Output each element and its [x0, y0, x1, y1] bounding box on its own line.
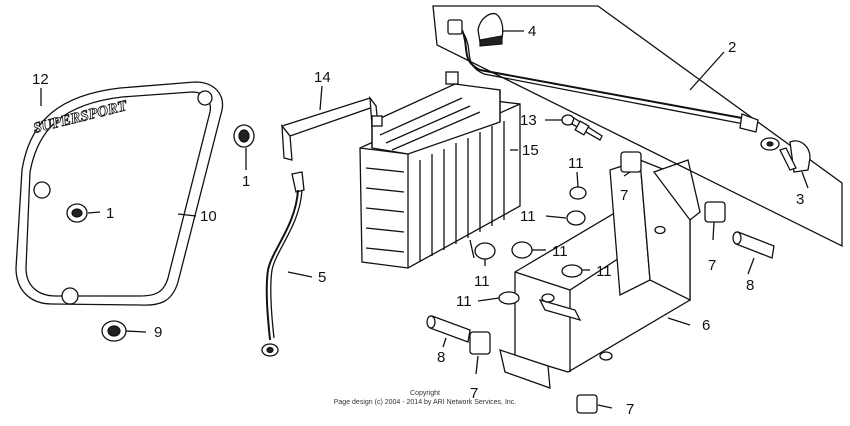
battery-band-part [280, 95, 379, 161]
cushions-part [474, 186, 587, 305]
callout-2: 2 [728, 39, 736, 56]
callout-11b: 11 [520, 208, 536, 225]
side-cover-part [15, 81, 224, 306]
callout-13: 13 [520, 112, 537, 129]
leader-lines [40, 30, 809, 409]
callout-8b: 8 [437, 349, 445, 366]
callout-14: 14 [314, 69, 331, 86]
grommet-1b-part [233, 124, 255, 148]
callout-12: 12 [32, 71, 49, 88]
battery-bracket-part [499, 159, 701, 389]
cover-grommet-part [66, 203, 88, 223]
callout-3: 3 [796, 191, 804, 208]
copyright-line-1: Copyright [410, 390, 440, 397]
callout-7b: 7 [708, 257, 716, 274]
callout-1b: 1 [242, 173, 250, 190]
callout-4: 4 [528, 23, 536, 40]
positive-cable-part [432, 5, 843, 248]
battery-part [359, 71, 521, 269]
callout-1a: 1 [106, 205, 114, 222]
callout-6: 6 [702, 317, 710, 334]
copyright-block: Copyright Page design (c) 2004 - 2014 by… [334, 390, 517, 406]
damper-rubbers-part [469, 151, 726, 414]
grommet-9-part [101, 320, 127, 342]
callout-11d: 11 [552, 243, 568, 260]
callout-11a: 11 [568, 155, 584, 172]
terminal-cover-part [779, 140, 811, 173]
callout-11c: 11 [474, 273, 490, 290]
callout-7c: 7 [470, 385, 478, 402]
callout-11f: 11 [456, 293, 472, 310]
bolt-part [561, 114, 603, 141]
callout-labels: 1 1 2 3 4 5 6 7 7 7 7 8 8 9 10 11 11 11 … [32, 23, 804, 418]
terminal-cap-part [477, 12, 504, 47]
callout-5: 5 [318, 269, 326, 286]
callout-15: 15 [522, 142, 539, 159]
callout-7a: 7 [620, 187, 628, 204]
callout-7d: 7 [626, 401, 634, 418]
callout-9: 9 [154, 324, 162, 341]
callout-8a: 8 [746, 277, 754, 294]
callout-11e: 11 [596, 263, 612, 280]
ground-cable-part [261, 171, 305, 357]
collars-part [426, 231, 775, 343]
copyright-line-2: Page design (c) 2004 - 2014 by ARI Netwo… [334, 399, 517, 406]
callout-10: 10 [200, 208, 217, 225]
